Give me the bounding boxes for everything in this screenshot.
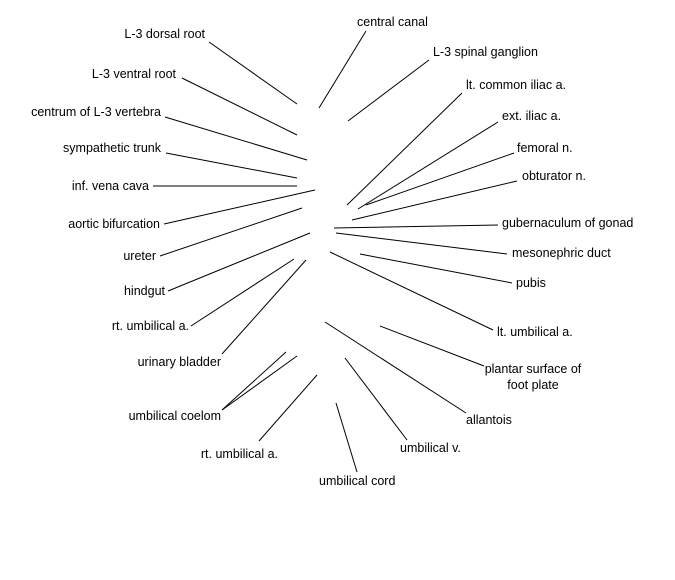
label-l3-spinal-ganglion: L-3 spinal ganglion (433, 45, 538, 59)
label-umbilical-coelom: umbilical coelom (128, 409, 221, 423)
label-plantar-surface-line1: plantar surface of (484, 362, 582, 376)
label-urinary-bladder: urinary bladder (137, 355, 221, 369)
label-femoral-n: femoral n. (517, 141, 573, 155)
leader-central-canal (318, 30, 367, 109)
label-umbilical-v: umbilical v. (400, 441, 461, 455)
label-aortic-bifurcation: aortic bifurcation (68, 217, 160, 231)
label-gubernaculum-of-gonad: gubernaculum of gonad (502, 216, 634, 230)
leader-centrum-l3 (164, 116, 308, 161)
label-mesonephric-duct: mesonephric duct (512, 246, 611, 260)
label-central-canal: central canal (357, 15, 428, 29)
leader-umbilical-coelom-a (221, 351, 287, 411)
label-obturator-n: obturator n. (522, 169, 586, 183)
leader-umbilical-coelom-b (221, 355, 298, 411)
leader-l3-spinal-ganglion (347, 59, 430, 122)
leader-urinary-bladder (221, 259, 307, 355)
leader-hindgut (167, 232, 311, 292)
leader-obturator-n (351, 180, 518, 221)
label-lt-common-iliac-a: lt. common iliac a. (466, 78, 567, 92)
leader-l3-ventral-root (181, 77, 298, 136)
leader-l3-dorsal-root (208, 41, 298, 105)
leader-allantois (324, 321, 467, 414)
leader-ureter (159, 207, 303, 257)
leader-sympathetic-trunk (165, 152, 298, 179)
leader-plantar-surface (379, 325, 485, 367)
leader-lt-umbilical-a (329, 251, 494, 331)
label-centrum-l3-vertebra: centrum of L-3 vertebra (31, 105, 161, 119)
label-rt-umbilical-a-upper: rt. umbilical a. (111, 319, 189, 333)
leader-pubis (359, 253, 513, 284)
label-umbilical-cord: umbilical cord (319, 474, 396, 488)
label-ureter: ureter (123, 249, 156, 263)
label-plantar-surface: plantar surface of foot plate (472, 361, 594, 393)
label-rt-umbilical-a-lower: rt. umbilical a. (200, 447, 278, 461)
label-plantar-surface-line2: foot plate (507, 378, 559, 392)
leader-umbilical-v (344, 357, 408, 441)
leader-ext-iliac-a (357, 121, 499, 210)
label-sympathetic-trunk: sympathetic trunk (63, 141, 161, 155)
label-lt-umbilical-a: lt. umbilical a. (497, 325, 573, 339)
leader-femoral-n (365, 152, 515, 206)
leader-rt-umbilical-a-upper (190, 258, 295, 327)
leader-gubernaculum (333, 224, 499, 229)
label-pubis: pubis (516, 276, 546, 290)
leader-mesonephric-duct (335, 232, 508, 255)
label-l3-ventral-root: L-3 ventral root (91, 67, 176, 81)
leader-lt-common-iliac-a (346, 92, 463, 206)
leader-umbilical-cord (335, 402, 358, 473)
leader-aortic-bifurcation (163, 189, 316, 225)
leader-rt-umbilical-a-lower (258, 374, 318, 442)
label-l3-dorsal-root: L-3 dorsal root (124, 27, 205, 41)
label-inf-vena-cava: inf. vena cava (71, 179, 149, 193)
label-ext-iliac-a: ext. iliac a. (502, 109, 562, 123)
label-hindgut: hindgut (123, 284, 165, 298)
label-allantois: allantois (466, 413, 512, 427)
